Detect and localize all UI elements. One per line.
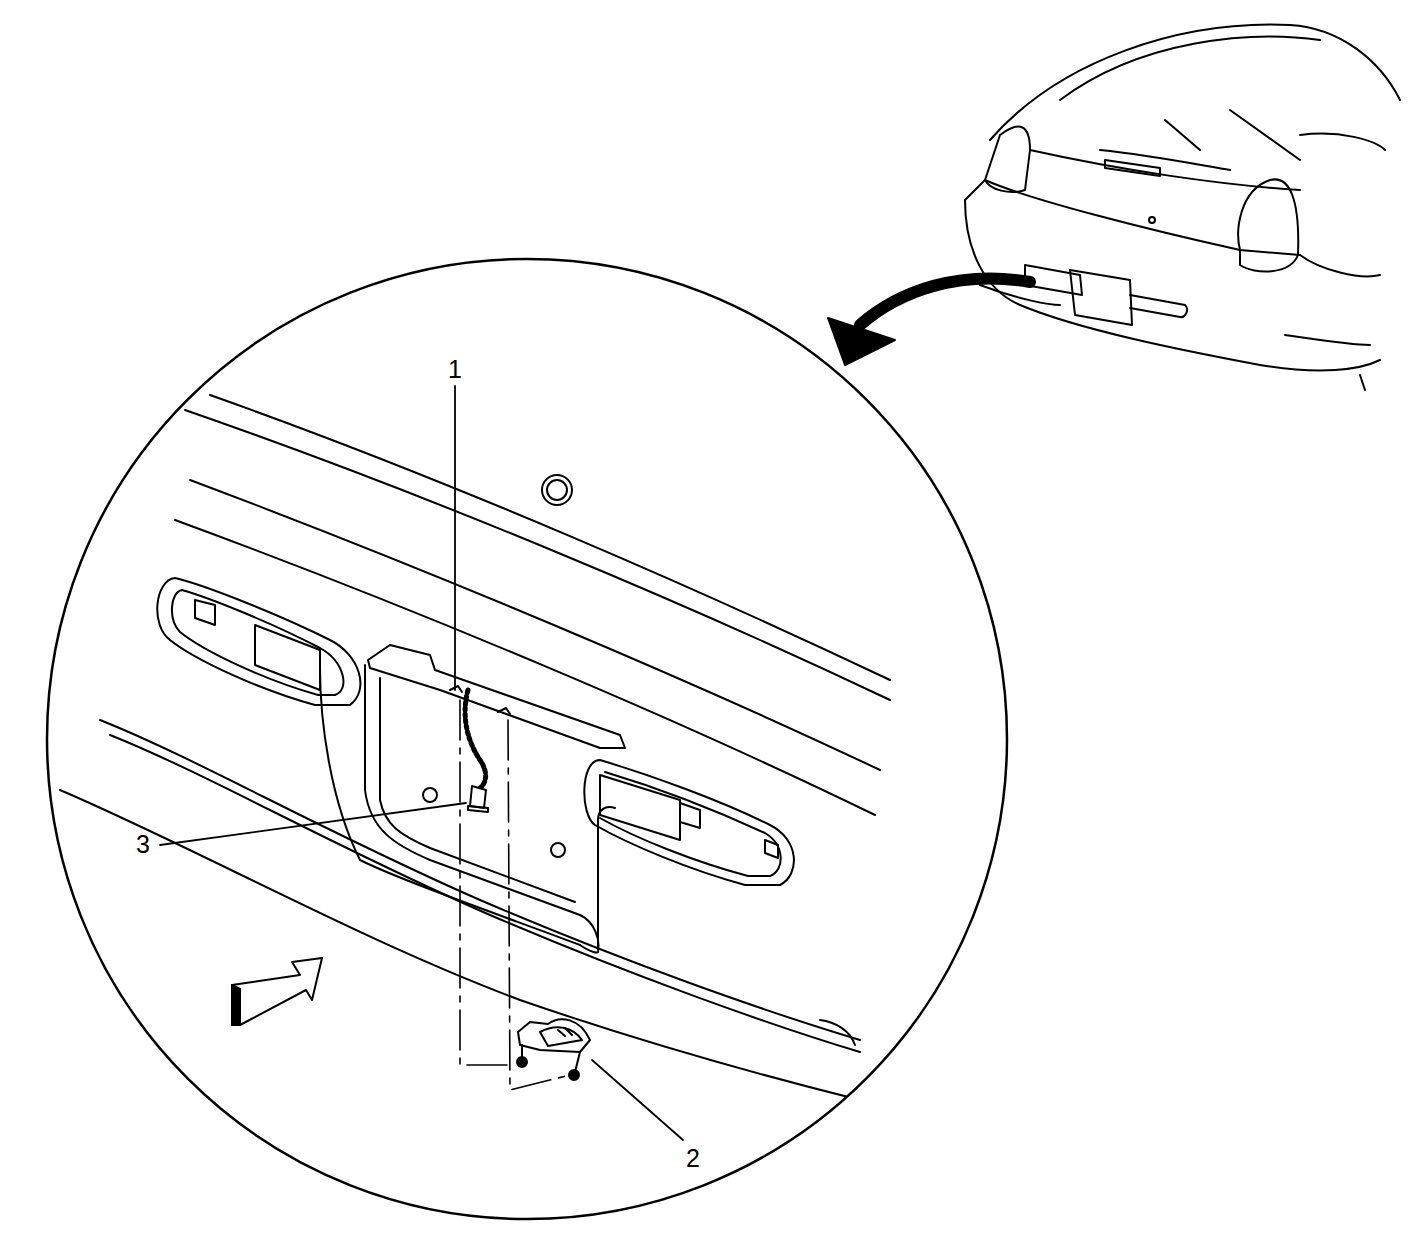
license-lamp <box>517 1019 590 1080</box>
callout-number: 2 <box>686 1146 700 1171</box>
view-arrow <box>860 279 1030 325</box>
callout-number: 1 <box>448 357 462 382</box>
callout-number: 3 <box>136 832 150 857</box>
detail-circle <box>47 259 1007 1219</box>
vehicle-inset <box>965 25 1400 390</box>
view-direction-arrow <box>232 958 322 1025</box>
trunk-detail <box>60 395 890 1100</box>
